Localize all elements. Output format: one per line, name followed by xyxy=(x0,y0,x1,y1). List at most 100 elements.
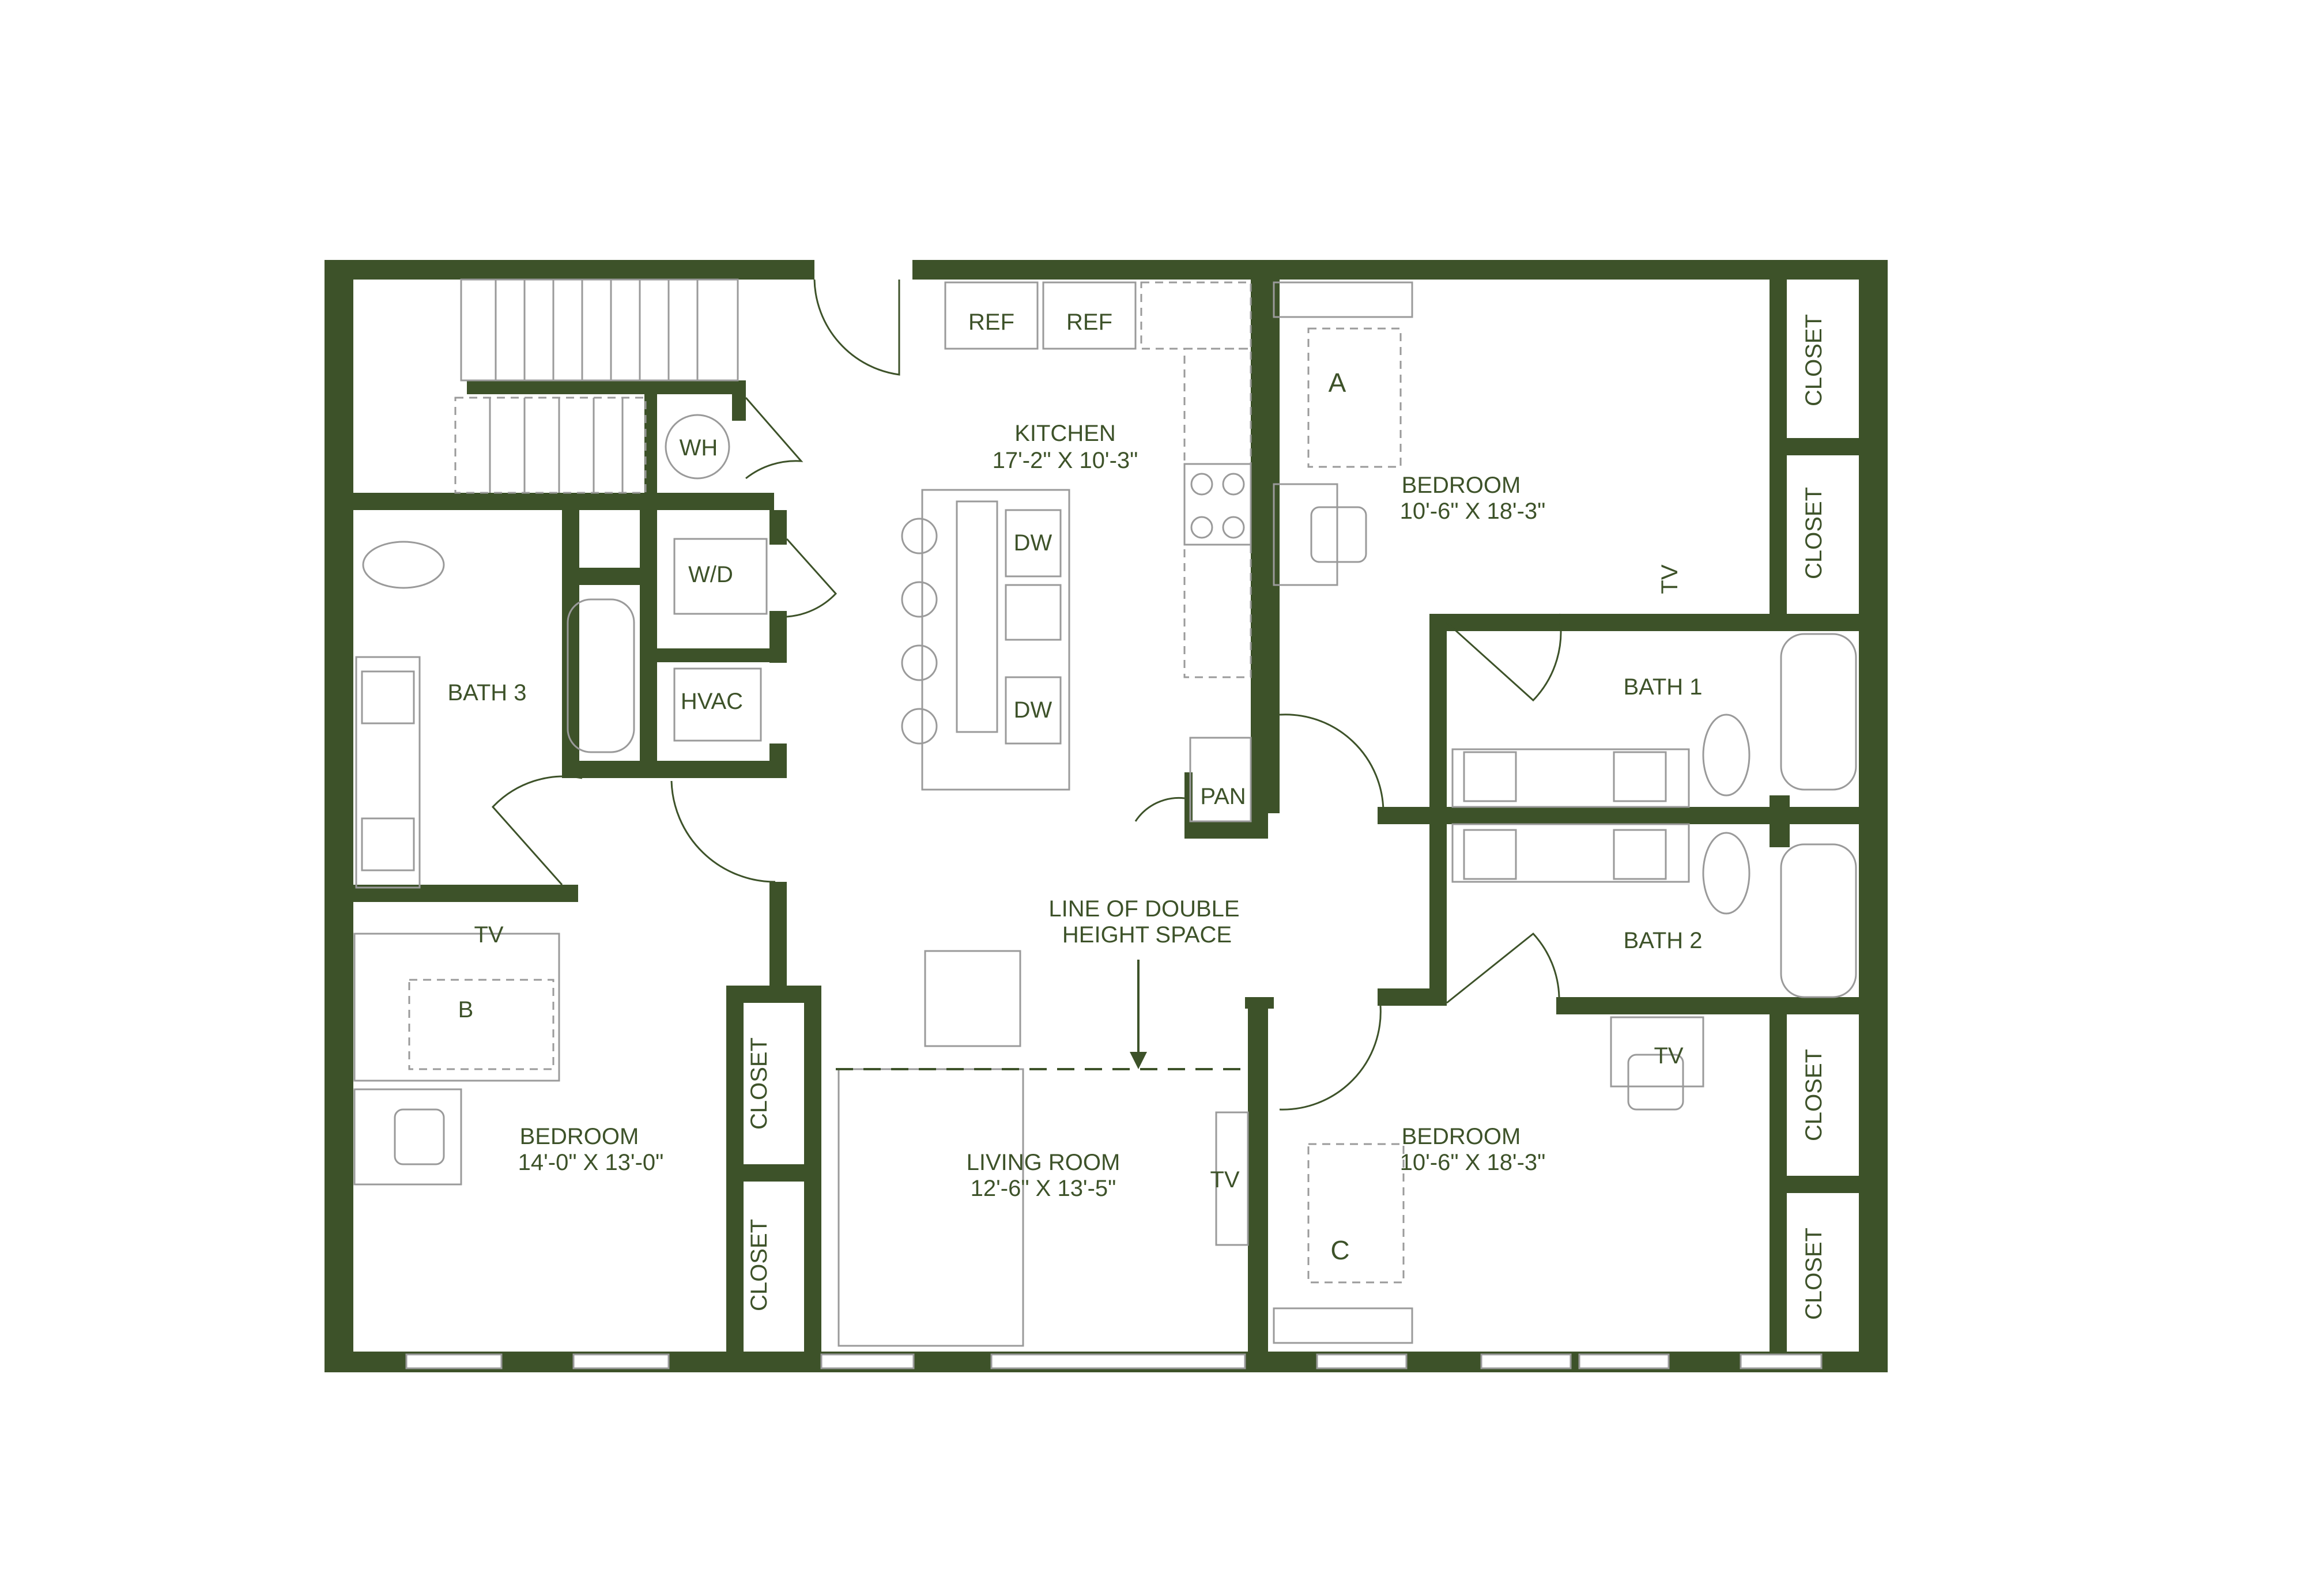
stair-treads xyxy=(489,280,699,493)
counter-right xyxy=(1183,348,1252,678)
wd-label: W/D xyxy=(688,562,733,587)
window-1 xyxy=(405,1353,503,1369)
wall-top-left xyxy=(325,260,814,280)
bedroom-a-door xyxy=(1279,714,1384,813)
stool-1 xyxy=(901,518,938,554)
wh-label: WH xyxy=(680,435,718,461)
stool-2 xyxy=(901,581,938,618)
dw-1 xyxy=(1005,509,1062,578)
double-height-arrowhead xyxy=(1130,1052,1147,1069)
closet-label-a1: CLOSET xyxy=(1801,314,1827,406)
bath2-name: BATH 2 xyxy=(1623,928,1702,953)
wh-door xyxy=(745,397,803,480)
doors xyxy=(491,279,1562,1111)
bedroom-a-bed xyxy=(1307,327,1402,468)
bath2-sink-2 xyxy=(1613,829,1667,880)
wall-closet-b-left xyxy=(726,986,744,1170)
stair-lower xyxy=(454,397,647,494)
wall-core-box xyxy=(562,568,657,585)
window-7 xyxy=(1578,1353,1670,1369)
dw-2 xyxy=(1005,676,1062,745)
window-5 xyxy=(1316,1353,1408,1369)
bath1-sink-1 xyxy=(1463,751,1517,802)
wall-closet-a-mid xyxy=(1770,438,1888,455)
tv-label-bedroom-a: TV xyxy=(1657,564,1682,594)
burner-4 xyxy=(1222,516,1245,539)
stair-upper xyxy=(460,278,739,382)
wall-bedA-left xyxy=(1265,260,1280,813)
double-height-label-1: LINE OF DOUBLE xyxy=(1048,896,1239,922)
bedroom-b-chair xyxy=(394,1108,445,1165)
window-4 xyxy=(990,1353,1246,1369)
stool-3 xyxy=(901,644,938,681)
hvac-unit xyxy=(673,667,762,742)
bedroom-a-headboard xyxy=(1273,281,1413,318)
ref-2 xyxy=(1042,281,1137,350)
bath1-door xyxy=(1446,613,1562,702)
window-3 xyxy=(820,1353,915,1369)
armchair xyxy=(924,950,1021,1047)
kitchen-name: KITCHEN xyxy=(1014,421,1116,446)
kitchen-island xyxy=(921,489,1070,791)
burner-2 xyxy=(1222,473,1245,496)
bedroom-c-tv-desk xyxy=(1610,1016,1704,1088)
bedroom-b-desk xyxy=(408,979,554,1070)
windows xyxy=(405,1353,1823,1369)
bedroom-b-bed xyxy=(353,933,560,1082)
bath1-name: BATH 1 xyxy=(1623,674,1702,700)
wall-bath-divider xyxy=(1770,795,1790,847)
burner-3 xyxy=(1190,516,1213,539)
sofa xyxy=(837,1068,1024,1347)
bedroom-c-bed xyxy=(1307,1143,1405,1284)
bedroom-c-dims: 10'-6" X 18'-3" xyxy=(1400,1150,1546,1175)
island-sink xyxy=(1005,584,1062,641)
bedroom-c-headboard xyxy=(1273,1307,1413,1344)
bath2-toilet xyxy=(1702,832,1750,915)
tv-label-living: TV xyxy=(1210,1167,1239,1192)
closet-label-b2: CLOSET xyxy=(746,1219,772,1311)
wall-wh-left xyxy=(644,380,657,510)
bath3-sink-1 xyxy=(361,670,415,724)
tv-label-bedroom-c: TV xyxy=(1654,1043,1683,1069)
entry-door xyxy=(813,279,900,376)
wd-door xyxy=(786,538,837,618)
water-heater xyxy=(665,414,730,480)
wall-core-left xyxy=(562,510,579,772)
pantry-door xyxy=(1134,797,1185,822)
wall-stair-bottom xyxy=(325,493,774,510)
closet-label-c1: CLOSET xyxy=(1801,1049,1827,1141)
tv-label-bedroom-b: TV xyxy=(474,922,503,948)
kitchen-dims: 17'-2" X 10'-3" xyxy=(993,448,1138,473)
double-height-label-2: HEIGHT SPACE xyxy=(1062,922,1232,948)
pantry xyxy=(1189,737,1252,822)
bath1-sink-2 xyxy=(1613,751,1667,802)
ref-label-1: REF xyxy=(968,310,1014,335)
labels: KITCHEN 17'-2" X 10'-3" BEDROOM 10'-6" X… xyxy=(447,310,1827,1320)
bedroom-a-chair xyxy=(1310,506,1367,563)
closet-label-c2: CLOSET xyxy=(1801,1228,1827,1320)
wall-top-right xyxy=(912,260,1887,280)
dw-label-2: DW xyxy=(1014,697,1052,723)
bedroom-a-name: BEDROOM xyxy=(1402,473,1521,498)
living-dims: 12'-6" X 13'-5" xyxy=(971,1176,1116,1201)
wall-closet-b-mid xyxy=(726,1164,818,1182)
closet-label-b1: CLOSET xyxy=(746,1037,772,1130)
bedroom-a-marker: A xyxy=(1329,368,1346,398)
wall-closet-b-right xyxy=(804,986,821,1354)
bath1-vanity xyxy=(1451,748,1690,808)
bath3-door xyxy=(491,775,583,885)
burner-1 xyxy=(1190,473,1213,496)
bedroom-c-name: BEDROOM xyxy=(1402,1124,1521,1149)
wall-bedC-left xyxy=(1248,997,1268,1354)
range xyxy=(1183,463,1252,546)
counter-top xyxy=(1140,281,1252,350)
dw-label-1: DW xyxy=(1014,530,1052,556)
bath2-sink-1 xyxy=(1463,829,1517,880)
bedroom-b-dims: 14'-0" X 13'-0" xyxy=(518,1150,664,1175)
wall-wh-right xyxy=(732,380,746,421)
living-name: LIVING ROOM xyxy=(967,1150,1120,1175)
wall-bath-bottom2 xyxy=(1556,997,1888,1014)
bath1-toilet xyxy=(1702,714,1750,797)
wall-bath-mid xyxy=(1378,807,1888,824)
hvac-label: HVAC xyxy=(681,689,743,714)
